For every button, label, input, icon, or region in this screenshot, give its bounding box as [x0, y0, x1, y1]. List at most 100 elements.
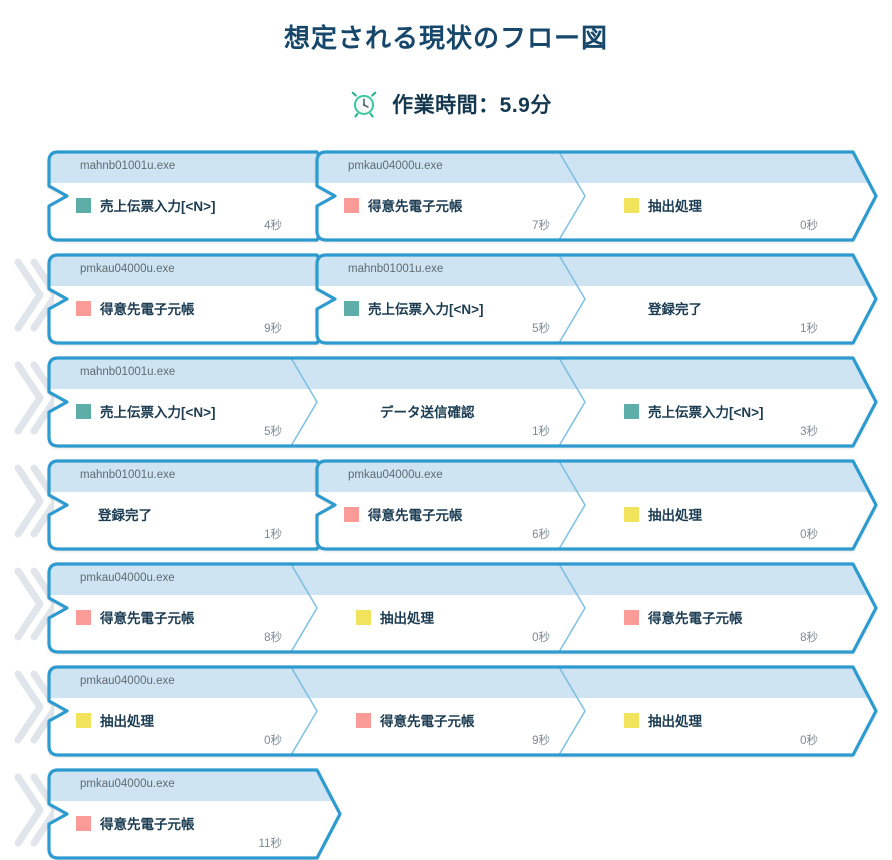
flow-step-label: 登録完了 [648, 302, 702, 317]
flow-step[interactable]: 得意先電子元帳 9秒 [314, 664, 582, 752]
flow-step-body: 抽出処理 [356, 607, 434, 627]
flow-step-duration: 5秒 [264, 426, 282, 438]
flow-step-body: 売上伝票入力[<N>] [76, 195, 216, 215]
flow-step-group[interactable]: pmkau04000u.exe 得意先電子元帳 9秒 [46, 252, 342, 345]
flow-step-body: 抽出処理 [624, 504, 702, 524]
flow-step-duration: 0秒 [800, 529, 818, 541]
category-color-swatch [624, 712, 639, 728]
flow-step-label: 登録完了 [98, 508, 152, 523]
category-color-swatch [344, 300, 359, 316]
flow-step-label: 抽出処理 [648, 199, 702, 214]
flow-step-body: データ送信確認 [380, 401, 475, 421]
process-exe-name: mahnb01001u.exe [80, 469, 176, 481]
flow-step[interactable]: 売上伝票入力[<N>] 3秒 [582, 355, 850, 443]
flow-step-label: 抽出処理 [100, 714, 154, 729]
flow-step-group[interactable]: mahnb01001u.exe 登録完了 1秒 [46, 458, 342, 551]
flow-step-duration: 0秒 [800, 735, 818, 747]
flow-step-duration: 1秒 [800, 323, 818, 335]
flow-step-label: 売上伝票入力[<N>] [648, 405, 764, 420]
process-exe-name: pmkau04000u.exe [348, 469, 443, 481]
flow-step[interactable]: 抽出処理 0秒 [582, 664, 850, 752]
category-color-swatch [76, 403, 91, 419]
category-color-swatch [344, 197, 359, 213]
flow-step-label: 売上伝票入力[<N>] [368, 302, 484, 317]
flow-step-duration: 9秒 [532, 735, 550, 747]
flow-step-duration: 0秒 [264, 735, 282, 747]
flow-step-label: 売上伝票入力[<N>] [100, 405, 216, 420]
flow-step-label: 得意先電子元帳 [100, 302, 195, 317]
process-exe-name: pmkau04000u.exe [80, 572, 175, 584]
flow-step-duration: 5秒 [532, 323, 550, 335]
flow-step-label: 得意先電子元帳 [100, 611, 195, 626]
flow-step[interactable]: mahnb01001u.exe 売上伝票入力[<N>] 5秒 [314, 252, 582, 340]
alarm-clock-icon [350, 90, 378, 118]
flow-step-body: 得意先電子元帳 [76, 298, 195, 318]
flow-step[interactable]: 登録完了 1秒 [582, 252, 850, 340]
flow-step-body: 登録完了 [648, 298, 702, 318]
flow-step[interactable]: mahnb01001u.exe 登録完了 1秒 [46, 458, 314, 546]
flow-step-label: データ送信確認 [380, 405, 475, 420]
flow-step-body: 得意先電子元帳 [76, 813, 195, 833]
category-color-swatch [624, 403, 639, 419]
flow-step-label: 売上伝票入力[<N>] [100, 199, 216, 214]
category-color-swatch [356, 609, 371, 625]
flow-step-label: 得意先電子元帳 [368, 199, 463, 214]
category-color-swatch [76, 300, 91, 316]
process-exe-name: pmkau04000u.exe [80, 778, 175, 790]
category-color-swatch [624, 609, 639, 625]
flow-step-duration: 7秒 [532, 220, 550, 232]
process-exe-name: pmkau04000u.exe [80, 263, 175, 275]
flow-step-body: 抽出処理 [76, 710, 154, 730]
flow-step-duration: 1秒 [532, 426, 550, 438]
flow-step-body: 売上伝票入力[<N>] [344, 298, 484, 318]
flow-step-body: 得意先電子元帳 [344, 504, 463, 524]
flow-step-body: 得意先電子元帳 [344, 195, 463, 215]
flow-step[interactable]: pmkau04000u.exe 得意先電子元帳 7秒 [314, 149, 582, 237]
category-color-swatch [76, 609, 91, 625]
flow-step-duration: 3秒 [800, 426, 818, 438]
flow-step-body: 得意先電子元帳 [356, 710, 475, 730]
process-exe-name: mahnb01001u.exe [348, 263, 444, 275]
flow-step-body: 抽出処理 [624, 710, 702, 730]
flow-step-duration: 9秒 [264, 323, 282, 335]
flow-step[interactable]: 抽出処理 0秒 [582, 458, 850, 546]
category-color-swatch [76, 815, 91, 831]
work-time-summary: 作業時間：5.9分 [10, 89, 892, 119]
flow-step-label: 抽出処理 [648, 508, 702, 523]
flow-step-duration: 1秒 [264, 529, 282, 541]
category-color-swatch [76, 197, 91, 213]
flow-step[interactable]: pmkau04000u.exe 得意先電子元帳 9秒 [46, 252, 314, 340]
flow-step-group[interactable]: mahnb01001u.exe 売上伝票入力[<N>] 5秒 登録完了 1秒 [314, 252, 878, 345]
flow-step-body: 抽出処理 [624, 195, 702, 215]
flow-step[interactable]: データ送信確認 1秒 [314, 355, 582, 443]
flow-step-label: 得意先電子元帳 [380, 714, 475, 729]
flow-row: mahnb01001u.exe 登録完了 1秒 pmkau04000u.exe 得意先電… [0, 450, 892, 553]
flow-step-label: 抽出処理 [648, 714, 702, 729]
flow-step-label: 抽出処理 [380, 611, 434, 626]
process-exe-name: pmkau04000u.exe [348, 160, 443, 172]
flow-step-label: 得意先電子元帳 [100, 817, 195, 832]
